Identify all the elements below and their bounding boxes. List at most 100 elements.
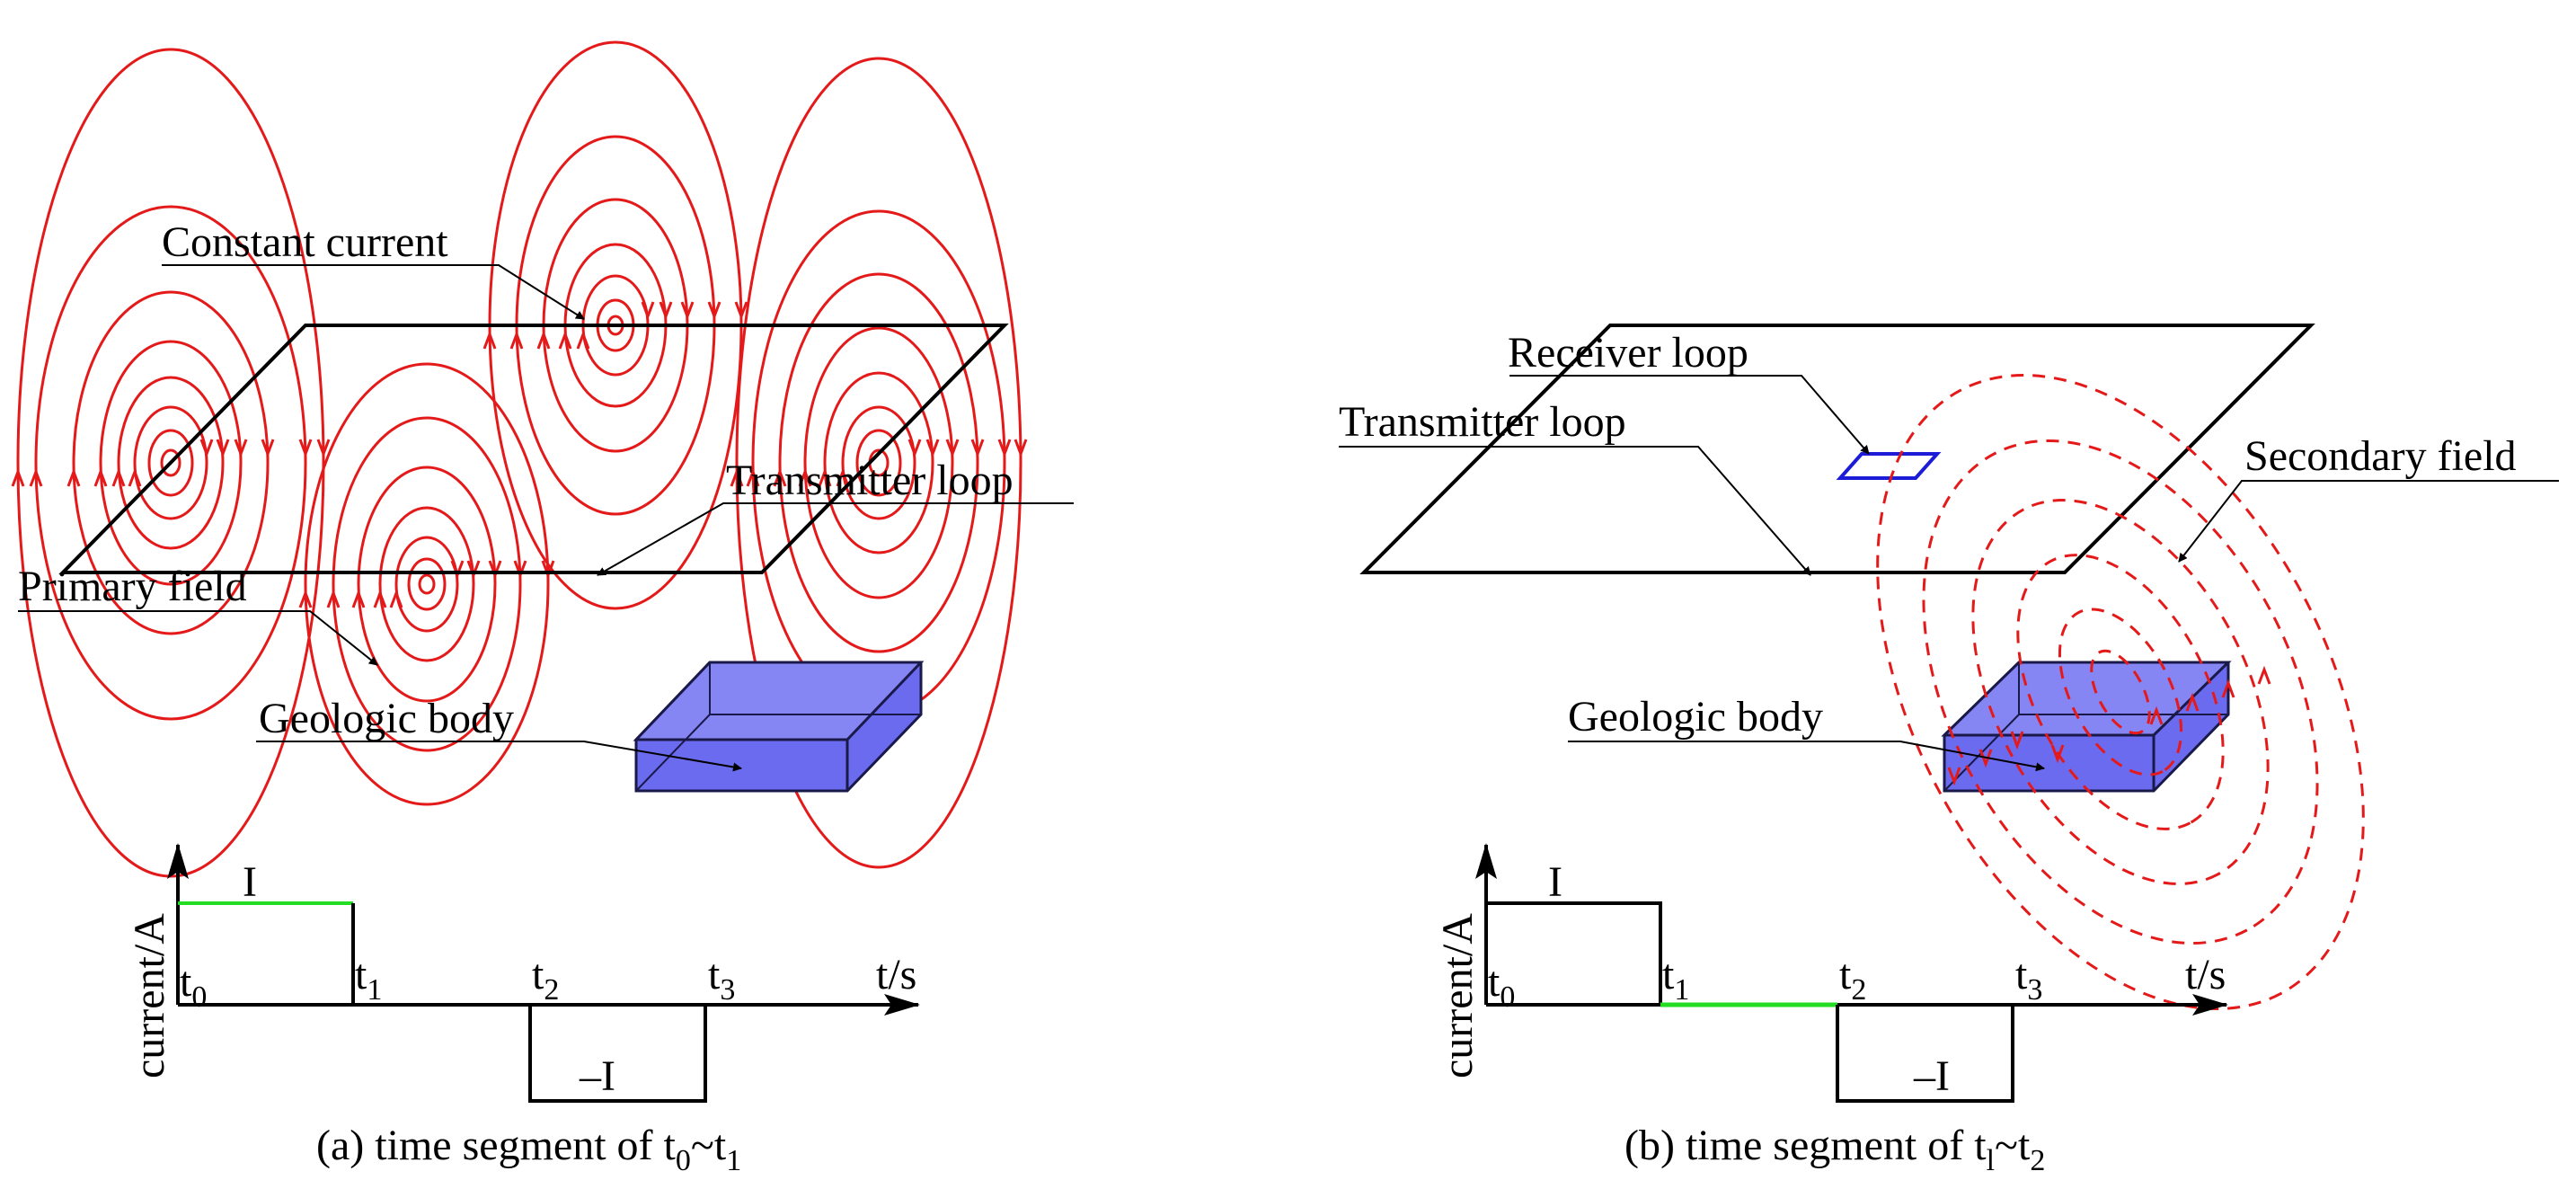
field-arrow — [925, 439, 940, 458]
waveform-b: I –I t/s current/A t0 t1 t2 t3 — [1434, 843, 2228, 1103]
tick-t2-a: t2 — [532, 951, 559, 1007]
field-arrow — [482, 330, 497, 350]
field-arrow — [2050, 744, 2065, 764]
xlabel-b: t/s — [2185, 951, 2226, 998]
field-arrow — [11, 467, 25, 487]
field-arrow — [298, 589, 313, 608]
field-arrow — [466, 560, 481, 580]
tick-t3-a: t3 — [708, 951, 735, 1007]
field-arrow — [389, 589, 403, 608]
field-arrow — [680, 301, 695, 321]
tick-t0-b: t0 — [1488, 958, 1515, 1014]
field-arrow — [1014, 439, 1028, 458]
field-arrow — [536, 330, 551, 350]
xlabel-a: t/s — [876, 951, 916, 998]
field-arrow — [2149, 705, 2164, 725]
geologic-body-b — [1941, 661, 2232, 793]
tick-t1-b: t1 — [1662, 951, 1689, 1007]
field-arrow — [576, 330, 590, 350]
label-receiver-loop: Receiver loop — [1508, 329, 1748, 377]
secondary-ring-3 — [1971, 499, 2270, 885]
field-arrow — [1947, 767, 1961, 786]
loop4-ring-5 — [778, 272, 979, 653]
label-constant-current: Constant current — [162, 218, 448, 266]
ylabel-b: current/A — [1434, 913, 1482, 1078]
field-arrow — [2221, 679, 2235, 698]
loop4-ring-1 — [855, 429, 902, 497]
loop4-ring-4 — [803, 326, 954, 599]
primary-field-lines — [11, 40, 1028, 878]
field-arrow — [907, 439, 922, 458]
secondary-field-lines — [1876, 374, 2365, 1010]
field-arrow — [945, 439, 960, 458]
field-arrow — [234, 439, 248, 458]
loop1-ring-3 — [117, 376, 225, 550]
loop2-ring-2 — [394, 536, 459, 633]
field-arrow — [326, 589, 341, 608]
panel-a: Constant current Transmitter loop Primar… — [11, 40, 1074, 1177]
field-arrow — [746, 467, 760, 487]
field-arrow — [316, 439, 331, 458]
field-arrow — [730, 467, 744, 487]
field-arrow — [2185, 692, 2200, 712]
field-arrow — [1978, 749, 1993, 768]
field-arrow — [216, 439, 230, 458]
loop1-ring-6 — [34, 205, 307, 721]
negative-pulse-a — [528, 1005, 707, 1103]
receiver-loop — [1836, 452, 1942, 480]
caption-a: (a) time segment of t0~t1 — [316, 1122, 741, 1177]
waveform-a: I –I t/s current/A t0 t1 t2 t3 — [126, 843, 920, 1103]
loop2-ring-1 — [407, 557, 447, 611]
panel-b: Receiver loop Transmitter loop Secondary… — [1339, 324, 2559, 1177]
field-arrow — [2010, 731, 2024, 750]
field-arrow — [541, 560, 555, 580]
field-arrow — [558, 330, 572, 350]
loop2-ring-4 — [357, 466, 497, 703]
loop2-ring-6 — [304, 362, 550, 806]
level-i-a: I — [243, 858, 257, 906]
transmitter-loop-b — [1359, 324, 2315, 574]
field-arrow — [351, 589, 366, 608]
field-arrow — [450, 560, 465, 580]
loop4-ring-7 — [735, 57, 1022, 869]
field-arrow — [128, 467, 142, 487]
label-primary-field: Primary field — [18, 563, 247, 610]
level-i-b: I — [1548, 858, 1562, 906]
geologic-body-a — [633, 661, 925, 793]
loop1-ring-1 — [147, 429, 194, 497]
field-arrow — [659, 301, 673, 321]
caption-b: (b) time segment of tl~t2 — [1624, 1122, 2045, 1177]
field-arrow — [66, 467, 81, 487]
field-arrow — [199, 439, 214, 458]
negative-pulse-b — [1836, 1005, 2014, 1103]
loop1-ring-5 — [72, 290, 270, 635]
field-arrow — [509, 330, 524, 350]
label-geologic-body-a: Geologic body — [259, 695, 514, 742]
loop2-ring-5 — [332, 416, 522, 752]
level-neg-i-a: –I — [579, 1052, 615, 1100]
label-transmitter-loop-b: Transmitter loop — [1339, 398, 1626, 446]
tick-t0-a: t0 — [180, 958, 207, 1014]
field-arrow — [997, 439, 1012, 458]
loop4-ring-2 — [841, 405, 916, 520]
secondary-ring-0 — [2090, 649, 2151, 735]
transmitter-loop-a — [58, 324, 1009, 574]
loop1-ring-2 — [133, 405, 208, 520]
tick-t3-b: t3 — [2015, 951, 2042, 1007]
field-arrow — [836, 467, 850, 487]
field-arrow — [2257, 665, 2271, 685]
field-arrow — [818, 467, 832, 487]
field-arrow — [798, 467, 812, 487]
ylabel-a: current/A — [126, 913, 173, 1078]
label-geologic-body-b: Geologic body — [1568, 693, 1823, 741]
field-arrow — [111, 467, 126, 487]
leaders-a — [18, 264, 1074, 772]
loop2-ring-0 — [418, 573, 436, 595]
label-secondary-field: Secondary field — [2244, 432, 2517, 480]
tick-t2-b: t2 — [1839, 951, 1866, 1007]
loop4-ring-3 — [823, 371, 934, 555]
loop2-ring-3 — [378, 506, 475, 662]
loop1-ring-0 — [160, 448, 181, 477]
field-arrow — [513, 560, 527, 580]
